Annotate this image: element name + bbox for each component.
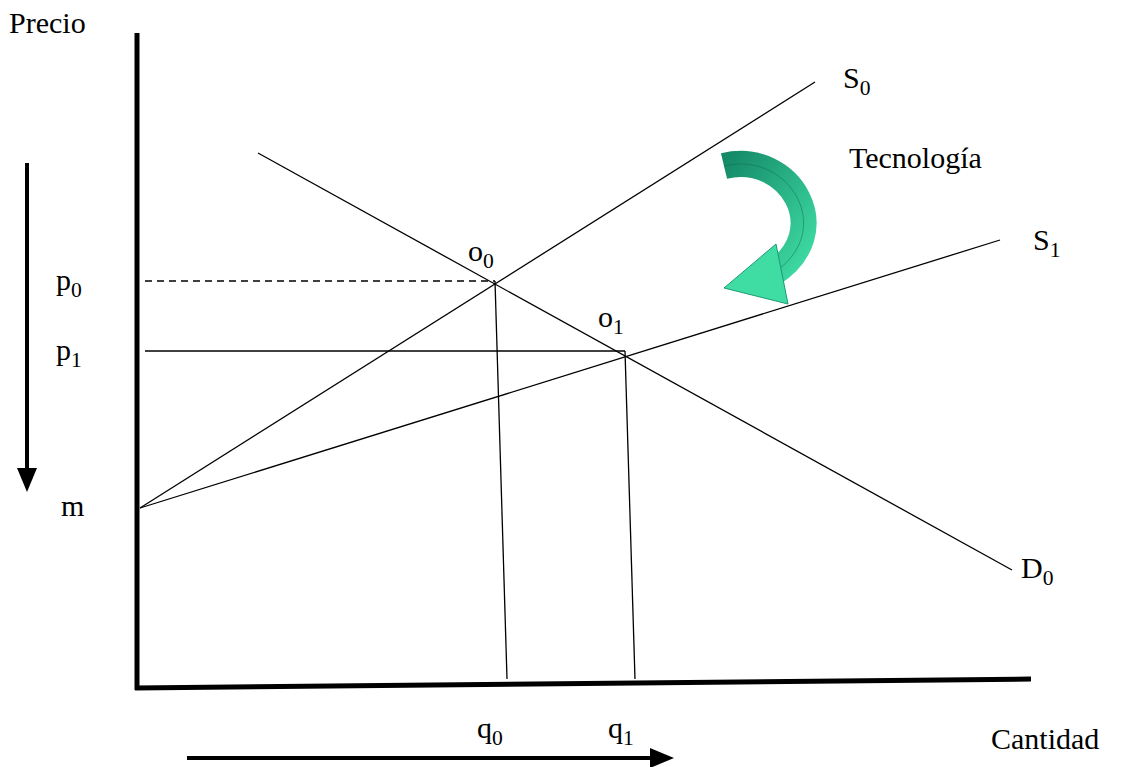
point-label: o1 bbox=[597, 302, 625, 332]
shift-arrow-head bbox=[724, 244, 788, 304]
direction-arrow bbox=[187, 756, 652, 760]
guide-line bbox=[625, 351, 635, 679]
demand-curve bbox=[258, 153, 1012, 570]
shift-label: Tecnología bbox=[848, 143, 983, 173]
price-label: p1 bbox=[55, 335, 83, 365]
curve-label: S1 bbox=[1032, 225, 1061, 255]
guide-line bbox=[495, 281, 507, 679]
axis-title: Cantidad bbox=[990, 724, 1100, 754]
curve-label: S0 bbox=[842, 63, 871, 93]
point-label: o0 bbox=[467, 236, 495, 266]
quantity-label: q1 bbox=[607, 713, 635, 743]
arrow-head bbox=[650, 748, 674, 767]
price-label: m bbox=[60, 491, 85, 521]
quantity-label: q0 bbox=[476, 713, 504, 743]
quantity-axis bbox=[135, 679, 1031, 688]
axis-title: Precio bbox=[8, 8, 87, 38]
guide-line bbox=[145, 280, 495, 281]
direction-arrow bbox=[25, 163, 29, 470]
price-axis bbox=[135, 33, 140, 690]
curve-label: D0 bbox=[1020, 553, 1054, 583]
arrow-head bbox=[17, 468, 37, 492]
supply-curve bbox=[140, 82, 815, 508]
guide-line bbox=[145, 350, 625, 351]
price-label: p0 bbox=[55, 265, 83, 295]
supply-curve bbox=[140, 240, 1000, 508]
